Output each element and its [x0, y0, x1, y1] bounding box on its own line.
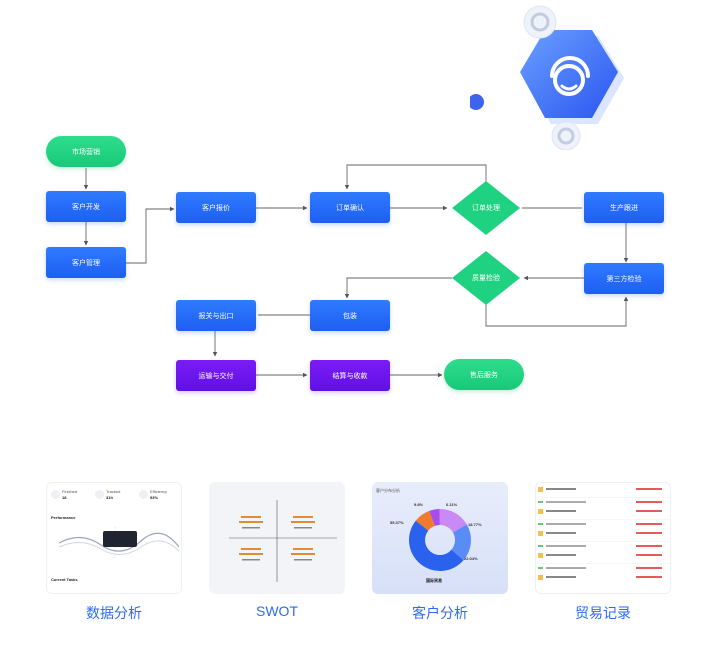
donut-label-1: 9.8% — [414, 502, 424, 507]
thumbnail-trade-records[interactable] — [535, 482, 671, 594]
node-customer-mgmt: 客户管理 — [46, 247, 126, 278]
caption-trade-records: 贸易记录 — [575, 605, 631, 621]
caption-customer-analysis: 客户分析 — [412, 605, 468, 621]
donut-slice — [409, 520, 464, 571]
donut-brand: 国际贸易 — [426, 578, 442, 583]
node-third-party: 第三方检验 — [584, 263, 664, 294]
node-quote: 客户报价 — [176, 192, 256, 223]
donut-slice — [451, 524, 471, 561]
node-after-sales: 售后服务 — [444, 359, 524, 390]
node-packing: 包装 — [310, 300, 390, 331]
stat-efficiency: Efficiency 93% — [139, 489, 179, 503]
donut-title: 客户分布分析 — [376, 488, 400, 493]
swot-matrix — [229, 500, 337, 582]
node-ship: 报关与出口 — [176, 300, 256, 331]
tooltip-card — [103, 531, 137, 547]
stat-tracked: Tracked 31h — [95, 489, 135, 503]
node-settle: 结算与收款 — [310, 360, 390, 391]
current-tasks-label: Current Tasks — [51, 577, 78, 582]
thumbnail-swot[interactable] — [209, 482, 345, 594]
stat-finished: Finished 18 — [51, 489, 91, 503]
customer-donut-chart — [409, 509, 471, 571]
donut-label-4: 18.77% — [468, 522, 482, 527]
donut-slice — [429, 509, 440, 526]
donut-label-3: 55.37% — [390, 520, 404, 525]
donut-label-5: 22.04% — [464, 556, 478, 561]
node-order-confirm: 订单确认 — [310, 192, 390, 223]
thumbnail-customer-analysis[interactable]: 客户分布分析 9.8% 6.11% 55.37% 18.77% 22.04% 国… — [372, 482, 508, 594]
donut-slice — [415, 510, 435, 531]
node-quality-check: 质量检验 — [451, 250, 521, 306]
caption-swot: SWOT — [256, 603, 298, 619]
customer-service-hexagon-icon — [468, 0, 632, 151]
node-production: 生产跟进 — [584, 192, 664, 223]
caption-data-analysis: 数据分析 — [86, 605, 142, 621]
thumbnail-data-analysis[interactable]: Finished 18 Tracked 31h Efficiency 93% P… — [46, 482, 182, 594]
donut-label-2: 6.11% — [446, 502, 458, 507]
node-order-approve: 订单处理 — [451, 180, 521, 236]
node-transport: 运输与交付 — [176, 360, 256, 391]
trade-records-list — [538, 487, 670, 580]
node-start: 市场营销 — [46, 136, 126, 167]
node-customer-dev: 客户开发 — [46, 191, 126, 222]
donut-slice — [439, 509, 467, 533]
flow-connectors — [83, 164, 629, 378]
performance-label: Performance — [51, 515, 76, 520]
